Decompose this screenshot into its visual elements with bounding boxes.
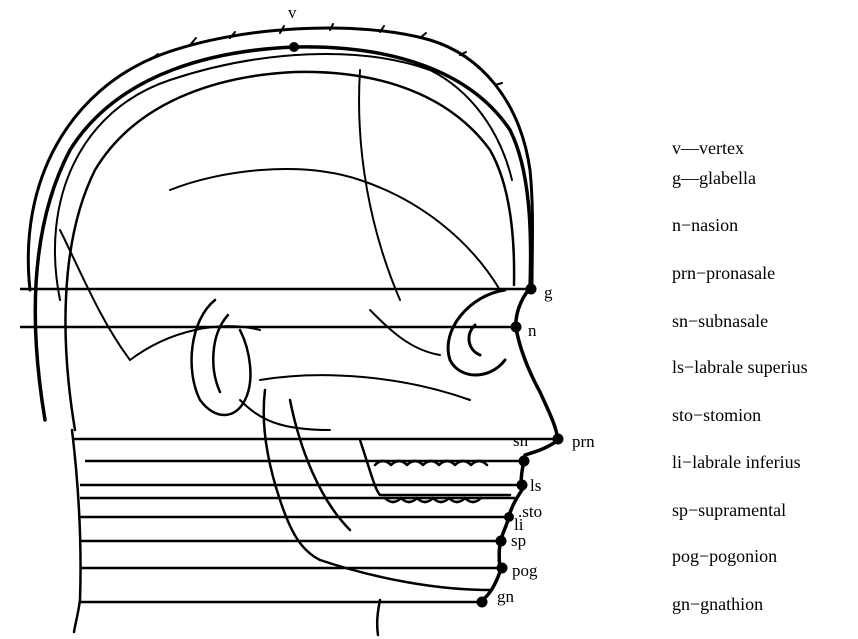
landmark-legend: v—vertex g—glabella n−nasion prn−pronasa…: [672, 139, 808, 619]
dot-pog: [497, 563, 508, 574]
legend-item: pog−pogonion: [672, 547, 808, 595]
label-sp: sp: [511, 531, 526, 550]
legend-item: prn−pronasale: [672, 264, 808, 312]
dot-g: [526, 284, 537, 295]
dot-sp: [496, 536, 507, 547]
legend-item: sto−stomion: [672, 406, 808, 453]
label-ls: ls: [530, 476, 541, 495]
legend-item: g—glabella: [672, 169, 808, 216]
legend-item: sn−subnasale: [672, 312, 808, 358]
label-g: g: [544, 283, 553, 302]
dot-sn: [519, 456, 530, 467]
landmark-labels: v g n prn sn ls .sto li sp pog gn: [288, 3, 595, 606]
label-prn: prn: [572, 432, 595, 451]
skull-outline: [35, 47, 558, 602]
legend-item: li−labrale inferius: [672, 453, 808, 501]
legend-item: sp−supramental: [672, 501, 808, 547]
legend-item: n−nasion: [672, 216, 808, 264]
dot-v: [289, 42, 299, 52]
skull-sutures: [60, 70, 500, 430]
dot-gn: [477, 597, 488, 608]
reference-lines: [20, 289, 558, 602]
legend-item: gn−gnathion: [672, 595, 808, 619]
hair-outline: [28, 24, 532, 300]
label-n: n: [528, 321, 537, 340]
ear: [192, 300, 251, 415]
label-gn: gn: [497, 587, 515, 606]
eye-orbit: [448, 290, 505, 375]
label-sn: sn: [513, 431, 529, 450]
dot-li: [504, 512, 514, 522]
dot-ls: [517, 480, 528, 491]
dot-prn: [553, 434, 564, 445]
jaw-and-teeth: [264, 390, 510, 590]
label-pog: pog: [512, 561, 538, 580]
legend-item: ls−labrale superius: [672, 358, 808, 406]
legend-item: v—vertex: [672, 139, 808, 169]
label-v: v: [288, 3, 297, 22]
dot-n: [511, 322, 522, 333]
